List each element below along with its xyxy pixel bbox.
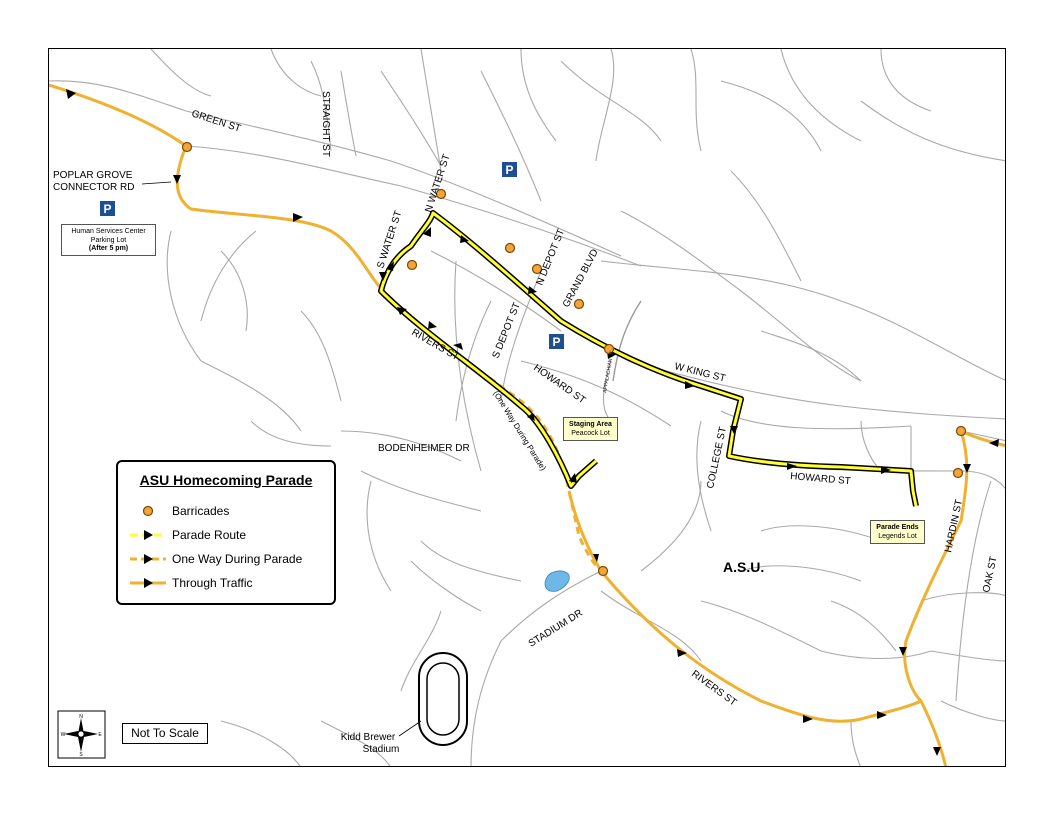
parking-marker-north: P (502, 162, 517, 177)
label-n-water-st: N WATER ST (423, 153, 452, 214)
label-n-depot-st: N DEPOT ST (535, 228, 568, 288)
legend-title: ASU Homecoming Parade (139, 472, 313, 488)
svg-text:E: E (98, 732, 102, 738)
through-traffic-route (49, 83, 1005, 766)
label-straight-st: STRAIGHT ST (320, 91, 331, 157)
svg-text:P: P (505, 163, 513, 177)
staging-area-note: Staging Area Peacock Lot (563, 417, 618, 441)
label-stadium-dr: STADIUM DR (527, 608, 585, 650)
svg-text:P: P (103, 202, 111, 216)
label-rivers-st-north: RIVERS ST (410, 327, 461, 363)
human-services-line3: (After 5 pm) (88, 245, 129, 252)
parking-marker-human-services: P (100, 201, 115, 216)
human-services-line2: Parking Lot (90, 236, 127, 244)
svg-text:S: S (79, 752, 83, 758)
staging-sub: Peacock Lot (571, 430, 610, 437)
parade-ends-sub: Legends Lot (878, 533, 917, 540)
not-to-scale-note: Not To Scale (122, 723, 208, 744)
parking-marker-south: P (549, 334, 564, 349)
human-services-note: Human Services Center Parking Lot (After… (61, 224, 156, 256)
route-arrows (66, 89, 999, 756)
street-network (49, 49, 1005, 766)
label-green-st: GREEN ST (190, 108, 242, 134)
svg-text:W: W (61, 732, 66, 738)
staging-title: Staging Area (569, 421, 612, 428)
map-canvas: P P P GREEN ST STRAIGHT ST POPLAR GROVE … (49, 49, 1005, 766)
svg-text:N: N (79, 714, 83, 720)
barricades (181, 141, 967, 577)
label-asu: A.S.U. (723, 559, 764, 575)
kidd-brewer-stadium-track (398, 652, 468, 746)
label-howard-st-east: HOWARD ST (790, 471, 851, 487)
label-stadium-1: Kidd Brewer (341, 732, 396, 743)
label-hardin-st: HARDIN ST (943, 499, 965, 554)
parade-ends-title: Parade Ends (876, 524, 919, 531)
label-poplar-2: CONNECTOR RD (53, 182, 134, 193)
label-college-st: COLLEGE ST (705, 426, 729, 490)
legend-symbols (130, 505, 166, 588)
label-bodenheimer-dr: BODENHEIMER DR (378, 443, 470, 454)
label-appalachian-st: APPALACHIAN ST (602, 351, 615, 394)
street-labels: GREEN ST STRAIGHT ST POPLAR GROVE CONNEC… (53, 91, 1000, 708)
legend: ASU Homecoming Parade Barricades Parade … (116, 460, 336, 605)
svg-text:P: P (552, 335, 560, 349)
map-frame: P P P GREEN ST STRAIGHT ST POPLAR GROVE … (48, 48, 1006, 767)
label-poplar-1: POPLAR GROVE (53, 170, 133, 181)
parade-route (378, 210, 919, 507)
label-stadium-2: Stadium (363, 744, 400, 755)
label-howard-st-west: HOWARD ST (531, 362, 587, 406)
not-to-scale-text: Not To Scale (131, 726, 199, 740)
parade-ends-note: Parade Ends Legends Lot (870, 520, 925, 544)
human-services-line1: Human Services Center (71, 228, 146, 235)
pond (544, 570, 570, 592)
compass-rose: N S W E (57, 710, 106, 759)
label-oak-st: OAK ST (981, 555, 999, 593)
label-s-water-st: S WATER ST (375, 209, 404, 269)
